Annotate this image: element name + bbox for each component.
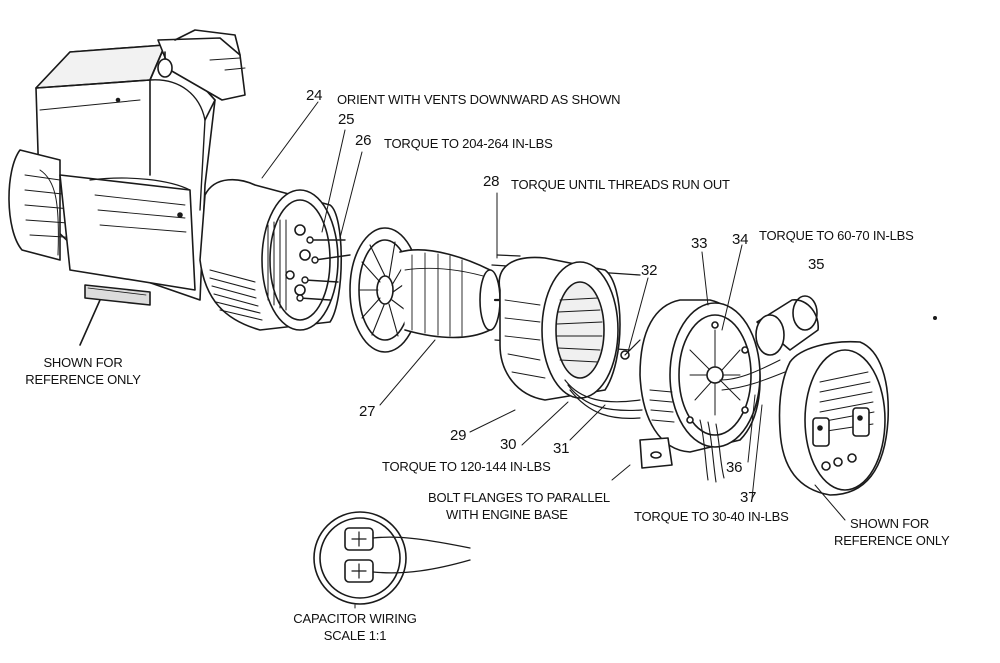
part-35-capacitor: [755, 295, 819, 356]
note-shown-ref-right-2: REFERENCE ONLY: [834, 533, 950, 548]
callout-37: 37: [740, 489, 757, 506]
part-24-adapter-housing: [199, 178, 343, 331]
leader-lines: [261, 101, 846, 609]
callout-35: 35: [808, 256, 825, 273]
note-bolt-flanges-1: BOLT FLANGES TO PARALLEL: [428, 490, 610, 505]
control-panel-reference: [778, 340, 890, 496]
capacitor-wiring-detail: [313, 511, 471, 605]
note-shown-ref-left-1: SHOWN FOR: [43, 355, 123, 370]
part-33-end-bell: [639, 299, 786, 483]
note-shown-ref-right-1: SHOWN FOR: [850, 516, 930, 531]
callout-31: 31: [553, 440, 570, 457]
callout-26: 26: [355, 132, 372, 149]
note-torque-60-70: TORQUE TO 60-70 IN-LBS: [759, 228, 914, 243]
note-capacitor-wiring: CAPACITOR WIRING: [293, 611, 417, 626]
callout-28: 28: [483, 173, 500, 190]
part-27-rotor: [349, 227, 532, 353]
callout-25: 25: [338, 111, 355, 128]
callout-34: 34: [732, 231, 749, 248]
note-torque-120-144: TORQUE TO 120-144 IN-LBS: [382, 459, 551, 474]
callout-30: 30: [500, 436, 517, 453]
engine-reference: [8, 29, 246, 306]
callout-33: 33: [691, 235, 708, 252]
note-capacitor-scale: SCALE 1:1: [323, 628, 387, 643]
callout-36: 36: [726, 459, 743, 476]
callout-29: 29: [450, 427, 467, 444]
part-25-26-bolts: [296, 236, 351, 302]
callout-32: 32: [641, 262, 658, 279]
note-bolt-flanges-2: WITH ENGINE BASE: [446, 507, 568, 522]
part-29-stator: [498, 256, 643, 419]
leader-shown-ref-left: [79, 299, 101, 346]
note-shown-ref-left-2: REFERENCE ONLY: [25, 372, 141, 387]
speck: [933, 316, 937, 320]
callout-24: 24: [306, 87, 323, 104]
callout-27: 27: [359, 403, 376, 420]
note-torque-204-264: TORQUE TO 204-264 IN-LBS: [384, 136, 553, 151]
note-torque-30-40: TORQUE TO 30-40 IN-LBS: [634, 509, 789, 524]
note-torque-threads: TORQUE UNTIL THREADS RUN OUT: [511, 177, 730, 192]
note-orient-vents: ORIENT WITH VENTS DOWNWARD AS SHOWN: [337, 92, 621, 107]
